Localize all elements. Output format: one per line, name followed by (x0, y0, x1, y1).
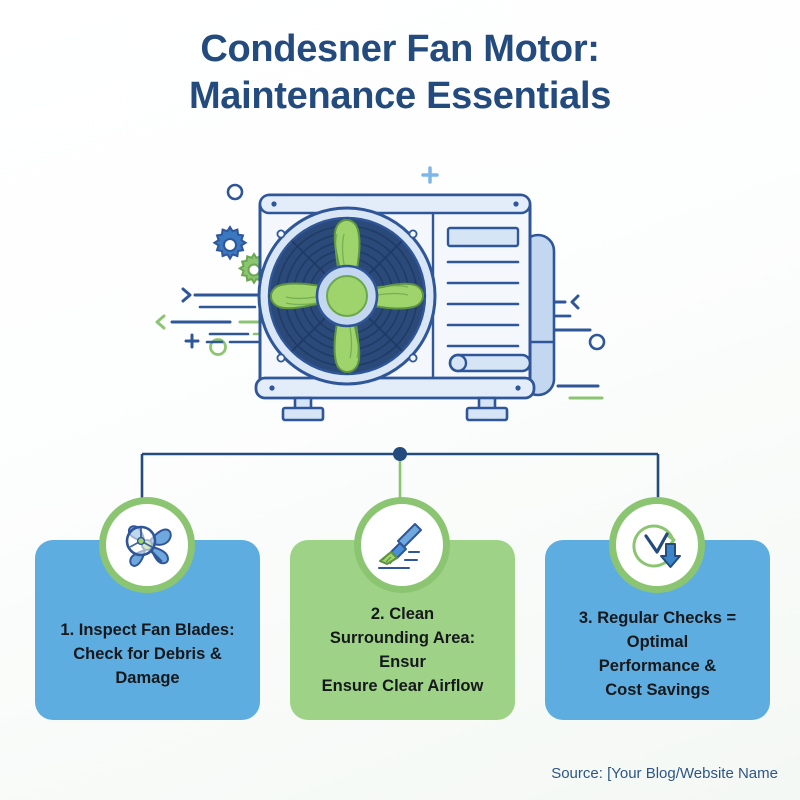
step-badge-2 (354, 497, 450, 593)
page-title: Condesner Fan Motor: Maintenance Essenti… (0, 26, 800, 120)
hvac-condenser-illustration (150, 150, 670, 440)
unit-legs (281, 396, 509, 422)
unit-handle (448, 353, 532, 373)
plus-decoration-left (184, 333, 200, 349)
broom-bristles (379, 551, 398, 565)
chevron-right-icon (181, 287, 192, 303)
fan-inspection-icon (125, 525, 172, 567)
floor-lines (378, 551, 420, 569)
step-badge-3 (609, 497, 705, 593)
connector-center-dot (393, 447, 407, 461)
source-label: Source: [Your Blog/Website Name (551, 765, 778, 782)
step-card-3-text: 3. Regular Checks = Optimal Performance … (578, 609, 737, 699)
clock-hands (644, 532, 669, 554)
step-card-2-text: 2. Clean Surrounding Area: Ensur Ensure … (321, 605, 484, 695)
fan-hub-center (326, 275, 368, 317)
speed-lines-left (170, 293, 274, 344)
fan-assembly (257, 206, 437, 386)
decoration-left (155, 183, 274, 356)
bristle-lines (382, 553, 395, 565)
unit-grille-panel (446, 226, 532, 373)
title-line-2: Maintenance Essentials (188, 75, 612, 117)
step-badge-1 (99, 497, 195, 593)
gear-icon-blue (212, 225, 248, 261)
chevron-left-icon-right (570, 294, 580, 310)
clock-download-icon (632, 524, 681, 568)
chevron-left-icon (155, 314, 166, 330)
connector-lines (120, 440, 680, 520)
plus-decoration-top (421, 166, 439, 184)
title-line-1: Condesner Fan Motor: (200, 28, 600, 70)
download-arrow (660, 543, 681, 568)
step-card-1-text: 1. Inspect Fan Blades: Check for Debris … (60, 621, 235, 687)
broom-sweep-icon (378, 523, 422, 569)
